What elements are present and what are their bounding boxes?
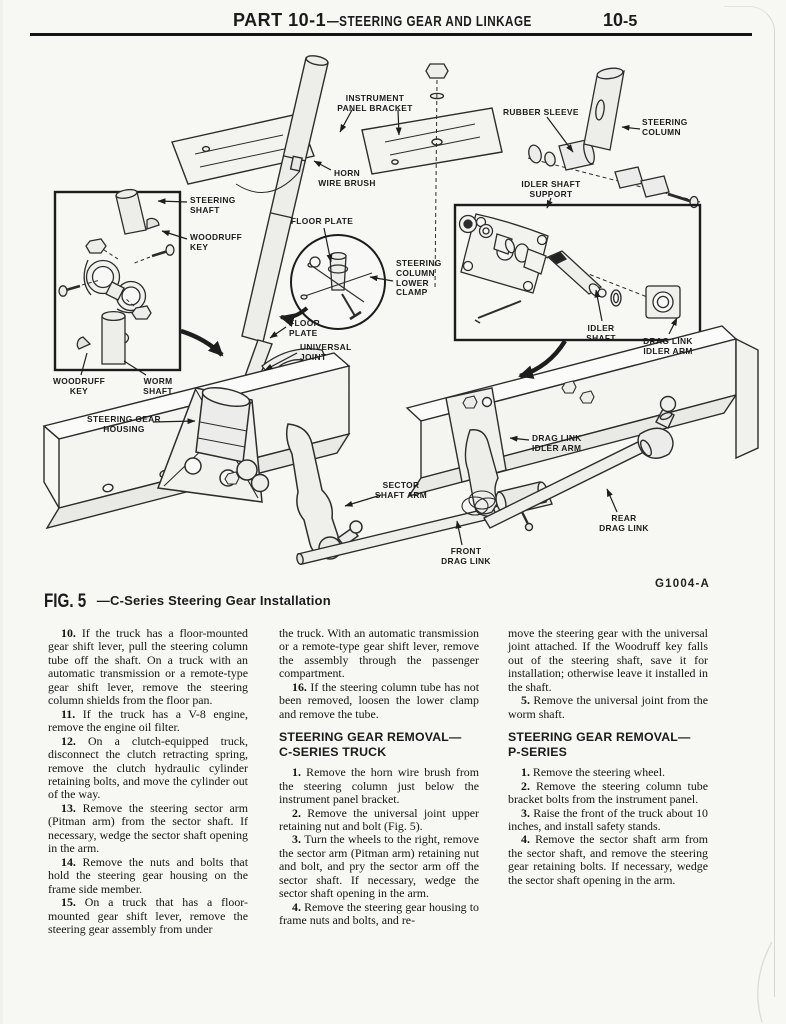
figure-caption-label: FIG. 5: [44, 591, 87, 612]
part-number: PART 10-1: [233, 10, 327, 30]
diagram-label-instrument-panel-bracket: INSTRUMENT PANEL BRACKET: [337, 93, 413, 113]
paragraph: 1. Remove the steering wheel.: [521, 765, 665, 780]
figure-5-diagram: INSTRUMENT PANEL BRACKET RUBBER SLEEVE STE…: [0, 50, 786, 595]
exploded-view-drawing: [42, 55, 759, 566]
paragraph: 2. Remove the steering column tube brack…: [508, 778, 708, 807]
flow-arrows: [180, 306, 567, 379]
section-heading: STEERING GEAR REMOVAL— C-SERIES TRUCK: [279, 730, 462, 760]
page-number-major: 10: [603, 10, 624, 30]
diagram-label-steering-column-lower-clamp: STEERING COLUMN LOWER CLAMP: [396, 258, 442, 298]
diagram-label-rubber-sleeve: RUBBER SLEEVE: [503, 107, 579, 117]
paragraph: 4. Remove the sector shaft arm from the …: [508, 832, 709, 887]
paragraph: 2. Remove the universal joint upper reta…: [279, 805, 479, 833]
col1: 10. If the truck has a floor-mounted gea…: [48, 626, 248, 936]
diagram-label-steering-column: STEERING COLUMN: [642, 117, 688, 137]
paragraph: 3. Turn the wheels to the right, remove …: [279, 832, 480, 901]
diagram-label-floor-plate-upper: FLOOR PLATE: [290, 216, 354, 226]
diagram-label-worm-shaft: WORM SHAFT: [143, 376, 173, 396]
diagram-label-idler-shaft-support: IDLER SHAFT SUPPORT: [521, 179, 581, 199]
figure-caption-title: —C-Series Steering Gear Installation: [96, 593, 331, 608]
lower-clamp-inset: [290, 234, 386, 330]
page-curl: [757, 941, 773, 1023]
instrument-panel-brackets: [171, 107, 503, 185]
paragraph: 4. Remove the steering gear housing to f…: [279, 899, 479, 928]
page-number: 10-5: [603, 10, 637, 31]
paragraph: 10. If the truck has a floor-mounted gea…: [48, 626, 248, 708]
header-rule: [30, 33, 752, 36]
leader-lines: [80, 109, 678, 546]
paragraph: 5. Remove the universal joint from the w…: [508, 693, 709, 721]
diagram-label-idler-shaft: IDLER SHAFT: [586, 323, 616, 343]
worm-shaft-inset: [53, 188, 182, 372]
figure-caption: FIG. 5 —C-Series Steering Gear Installati…: [44, 591, 331, 613]
figure-code: G1004-A: [655, 578, 711, 590]
diagram-label-floor-plate-lower: FLOOR PLATE: [289, 318, 321, 338]
paragraph: 14. Remove the nuts and bolts that hold …: [48, 854, 248, 896]
diagram-label-horn-wire-brush: HORN WIRE BRUSH: [318, 168, 376, 188]
diagram-label-sector-shaft-arm: SECTOR SHAFT ARM: [374, 480, 428, 500]
page-edge: [724, 6, 775, 997]
col3: move the steering gear with the universa…: [508, 626, 709, 887]
diagram-label-steering-gear-housing: STEERING GEAR HOUSING: [87, 414, 161, 434]
paragraph: 16. If the steering column tube has not …: [279, 679, 479, 721]
paragraph: the truck. With an automatic transmissio…: [279, 626, 479, 681]
page-number-minor: -5: [623, 13, 638, 30]
paragraph: 1. Remove the horn wire brush from the s…: [279, 765, 480, 807]
diagram-label-universal-joint: UNIVERSAL JOINT: [300, 342, 352, 362]
rubber-sleeve-and-clamps: [527, 67, 701, 209]
diagram-label-steering-shaft: STEERING SHAFT: [190, 195, 236, 215]
paragraph: 15. On a truck that has a floor-mounted …: [48, 895, 248, 936]
section-heading: STEERING GEAR REMOVAL— P-SERIES: [508, 730, 691, 760]
paragraph: 13. Remove the steering sector arm (Pitm…: [48, 800, 248, 856]
paragraph: 12. On a clutch-equipped truck, disconne…: [48, 733, 248, 802]
page-edge-left: [0, 0, 3, 1024]
paragraph: 11. If the truck has a V-8 engine, remov…: [48, 706, 248, 735]
paragraph: 3. Raise the front of the truck about 10…: [508, 805, 708, 833]
idler-shaft-support-inset: [453, 203, 702, 342]
chapter-title: —STEERING GEAR AND LINKAGE: [327, 13, 532, 30]
col2: the truck. With an automatic transmissio…: [279, 626, 480, 928]
diagram-label-drag-link-idler-arm-main: DRAG LINK IDLER ARM: [532, 433, 582, 453]
diagram-label-rear-drag-link: REAR DRAG LINK: [599, 513, 649, 533]
bracket-bolt: [425, 63, 449, 291]
diagram-label-front-drag-link: FRONT DRAG LINK: [441, 546, 491, 566]
diagram-label-drag-link-idler-arm-inset: DRAG LINK IDLER ARM: [643, 336, 693, 356]
rear-drag-link-part: [483, 395, 677, 529]
diagram-label-woodruff-key-lower: WOODRUFF KEY: [52, 376, 106, 396]
paragraph: move the steering gear with the universa…: [508, 626, 708, 694]
diagram-label-woodruff-key-upper: WOODRUFF KEY: [190, 232, 243, 252]
